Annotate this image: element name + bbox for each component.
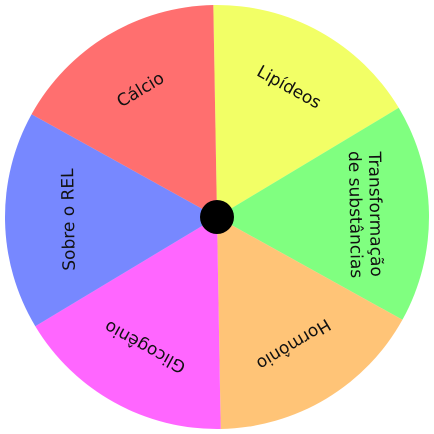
wheel-segment-1[interactable] [213,4,399,217]
wheel-segment-label-5: Sobre o REL [58,168,80,271]
wheel-segment-3[interactable] [217,217,403,429]
segment-label-line: de substâncias [344,151,366,279]
wheel-segment-6[interactable] [31,5,217,218]
wheel-segment-2[interactable] [217,107,430,320]
wheel-segment-5[interactable] [4,114,218,327]
segment-label-line: Sobre o REL [58,168,80,271]
wheel-hub-button[interactable] [200,200,234,234]
segment-label-line: Transformação [364,151,386,277]
wheel-segment-4[interactable] [35,217,221,430]
